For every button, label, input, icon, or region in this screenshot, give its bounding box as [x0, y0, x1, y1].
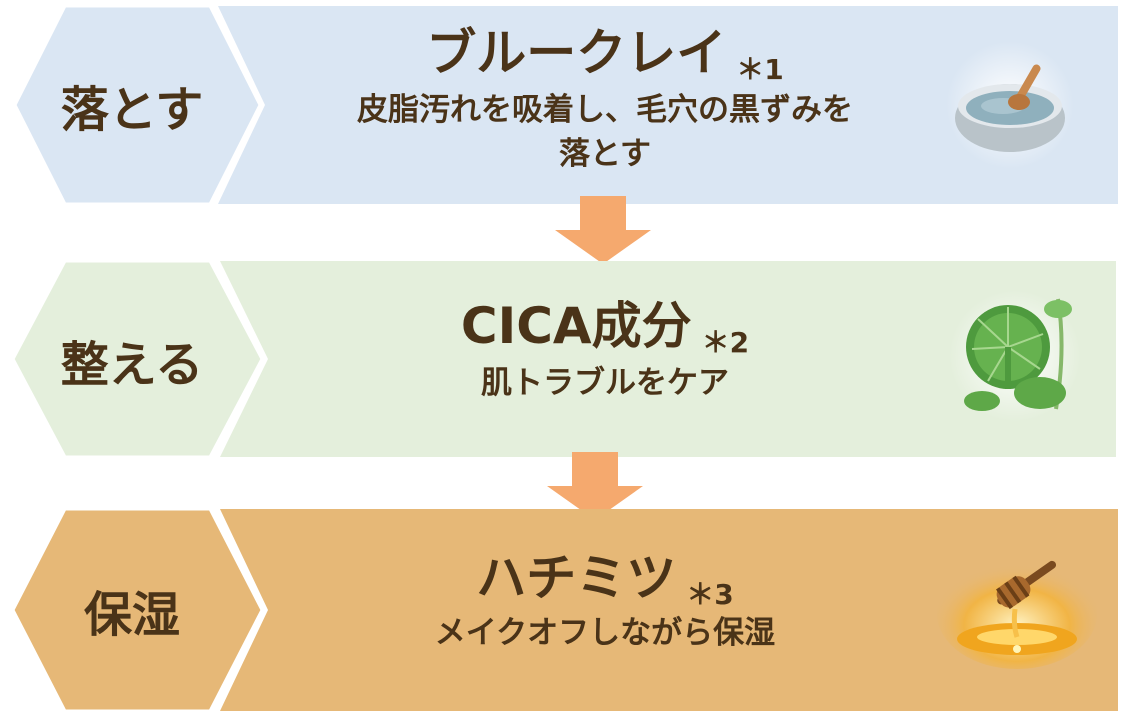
- step-title: ハチミツ: [476, 549, 677, 607]
- step-row-background: [11, 259, 1116, 459]
- tag-hexagon: [13, 4, 262, 206]
- footnote-marker: ＊2: [701, 326, 750, 359]
- step-row-background: [13, 4, 1118, 206]
- step-content: CICA成分 ＊2 肌トラブルをケア: [260, 297, 950, 405]
- content-band: [220, 509, 1118, 711]
- footnote-marker: ＊3: [686, 578, 734, 611]
- centella-leaf-icon: [949, 290, 1081, 422]
- step-title: ブルークレイ: [426, 24, 727, 82]
- content-band: [218, 6, 1118, 204]
- step-description: 皮脂汚れを吸着し、毛穴の黒ずみを: [357, 92, 853, 128]
- step-description: 肌トラブルをケア: [481, 365, 729, 401]
- step-row-background: [11, 507, 1118, 713]
- blue-clay-bowl-icon: [946, 41, 1074, 169]
- step-tag: 落とす: [60, 82, 204, 138]
- step-description-continued: 落とす: [558, 136, 652, 172]
- honey-dipper-icon: [937, 559, 1097, 669]
- step-tag: 保湿: [83, 587, 180, 643]
- down-arrow-icon: [555, 196, 651, 264]
- content-band: [220, 261, 1116, 457]
- step-title: CICA成分: [460, 297, 692, 355]
- step-description: メイクオフしながら保湿: [434, 615, 776, 651]
- step-row-remove: 落とす ブルークレイ ＊1 皮脂汚れを吸着し、毛穴の黒ずみを 落とす: [0, 0, 1123, 210]
- step-content: ハチミツ ＊3 メイクオフしながら保湿: [260, 549, 950, 655]
- tag-hexagon: [11, 259, 264, 459]
- step-tag: 整える: [60, 336, 204, 393]
- down-arrow-icon: [547, 452, 643, 520]
- footnote-marker: ＊1: [736, 53, 784, 86]
- step-content: ブルークレイ ＊1 皮脂汚れを吸着し、毛穴の黒ずみを 落とす: [260, 24, 950, 176]
- tag-hexagon: [11, 507, 264, 713]
- step-row-balance: 整える CICA成分 ＊2 肌トラブルをケア: [0, 257, 1123, 462]
- step-row-moisturize: 保湿 ハチミツ ＊3 メイクオフしながら保湿: [0, 505, 1123, 715]
